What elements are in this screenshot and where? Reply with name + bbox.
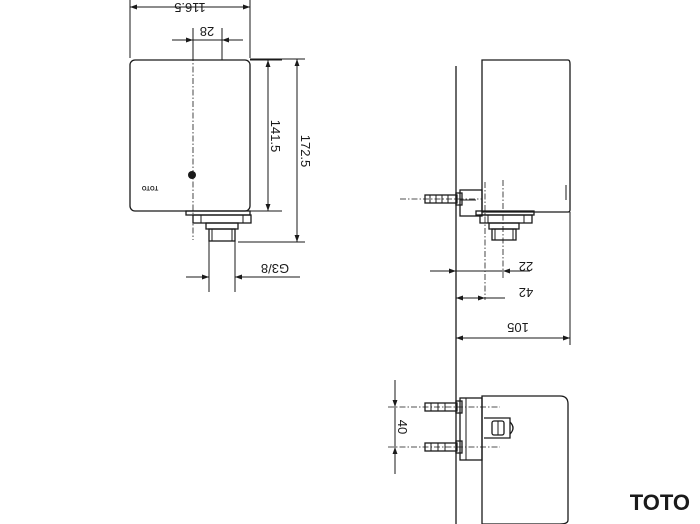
front-view: TOTO [129, 0, 305, 292]
dim-body-height: 141.5 [268, 120, 283, 153]
dim-overall-height: 172.5 [298, 135, 313, 168]
mounting-view [388, 380, 569, 524]
dim-overall-width: 116.5 [174, 0, 206, 15]
wall-screw [400, 192, 482, 206]
mount-valve [484, 417, 514, 439]
side-body [481, 59, 571, 213]
dim-wall-to-body: 42 [519, 285, 533, 300]
dim-bracket-spacing: 40 [395, 420, 410, 434]
dim-total-depth: 105 [507, 320, 529, 335]
mount-body [481, 395, 569, 524]
device-logo: TOTO [141, 184, 158, 190]
sensor-dot [188, 171, 196, 179]
brand-logo: TOTO [630, 490, 690, 515]
side-view [400, 59, 571, 524]
side-fitting [475, 210, 535, 241]
dim-outlet-offset: 28 [200, 24, 214, 39]
front-fitting [185, 210, 252, 242]
dim-wall-to-outlet: 22 [519, 259, 533, 274]
dim-thread: G3/8 [261, 261, 289, 276]
